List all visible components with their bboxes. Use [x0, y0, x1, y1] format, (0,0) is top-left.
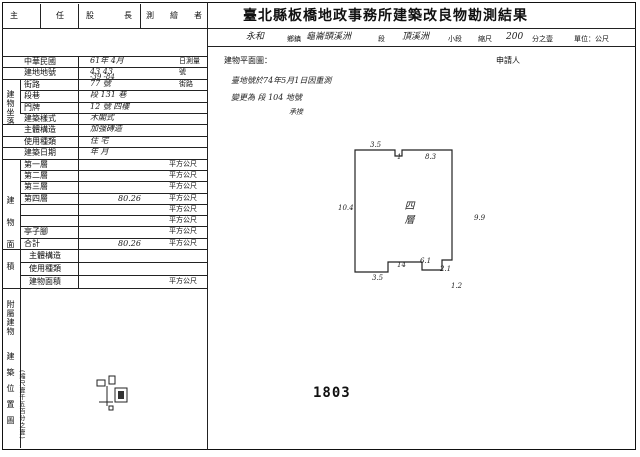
row-label: 建築樣式	[24, 114, 56, 123]
attached-label: 使用種類	[29, 264, 61, 273]
floor-area-label: 四層	[402, 200, 413, 228]
floor-label: 第三層	[24, 182, 48, 192]
row-value: 木閣式	[90, 113, 114, 122]
attached-label: 主體構造	[29, 251, 61, 260]
renumber-note-2: 變更為 段 104 地號	[231, 93, 302, 102]
row-value: 77 號	[90, 78, 111, 88]
row-label: 主體構造	[24, 125, 56, 135]
attached-label: 建物面積	[29, 277, 61, 286]
scale-unit: 分之壹	[532, 35, 553, 43]
strip-label-5: 測	[146, 11, 154, 20]
document-title: 臺北縣板橋地政事務所建築改良物勘測結果	[243, 8, 528, 24]
row-label: 使用種類	[24, 136, 56, 146]
floor-label: 合計	[24, 238, 40, 248]
floor-label: 亭子腳	[24, 227, 48, 237]
town-label: 鄉鎮	[287, 35, 301, 43]
attached-group-label: 附屬建物	[6, 300, 15, 336]
dim-bottom-1: 14	[397, 261, 406, 269]
survey-form	[2, 2, 636, 450]
attached-unit: 平方公尺	[169, 277, 197, 285]
row-value: 43 43	[90, 67, 113, 77]
dim-bottom-left: 3.5	[372, 274, 384, 282]
renumber-note-1: 臺地號於74年5月1日因重測	[231, 76, 332, 85]
strip-label-4: 長	[124, 11, 132, 20]
row-suffix: 街路	[179, 79, 193, 88]
floor-unit: 平方公尺	[169, 204, 197, 213]
row-suffix: 日測量	[179, 57, 200, 65]
row-label: 段巷	[24, 91, 40, 101]
site-location-sketch	[96, 375, 128, 411]
dim-bottom-4: 1.2	[451, 282, 463, 290]
row-value: 61年 4月	[90, 56, 124, 65]
dim-right: 9.9	[474, 214, 486, 222]
strip-label-1: 主	[10, 11, 18, 20]
unit-label: 單位：公尺	[574, 35, 609, 43]
applicant-label: 申請人	[496, 56, 520, 65]
floor-label: 第一層	[24, 159, 48, 169]
dim-bottom-2: 6.1	[420, 257, 432, 265]
floor-value: 80.26	[118, 238, 141, 248]
row-value: 加強磚造	[90, 124, 122, 134]
dim-top-left: 3.5	[370, 141, 382, 149]
floor-unit: 平方公尺	[169, 216, 197, 225]
strip-label-3: 股	[86, 11, 94, 20]
section-label: 段	[378, 35, 385, 43]
floor-unit: 平方公尺	[169, 182, 197, 191]
row-value: 年 月	[90, 147, 109, 157]
town-handwritten: 龜崙頭溪洲	[306, 32, 352, 42]
scale-label: 縮尺	[478, 35, 492, 43]
floor-unit: 平方公尺	[169, 227, 197, 236]
row-suffix: 號	[179, 68, 186, 77]
row-value-2: -39 -84	[90, 73, 115, 82]
floor-label: 第四層	[24, 193, 48, 203]
floor-plan-drawing	[354, 149, 453, 273]
row-value: 住 宅	[90, 135, 109, 145]
row-label: 建地地號	[24, 68, 56, 78]
dim-top-notch: 1	[397, 153, 402, 161]
floor-value: 80.26	[118, 193, 141, 203]
dim-top-right: 8.3	[425, 153, 437, 161]
site-map-note: (縮尺壹千五百分之壹)	[18, 370, 25, 440]
site-map-label: 建築位置圖	[6, 352, 15, 432]
area-group-label: 建物面積	[6, 196, 15, 284]
subsection-label: 小段	[448, 35, 462, 43]
strip-label-6: 繪	[170, 11, 178, 20]
row-label: 中華民國	[24, 57, 56, 66]
serial-number: 1803	[313, 385, 351, 401]
row-label: 門牌	[24, 102, 40, 112]
floor-unit: 平方公尺	[169, 193, 197, 202]
city-handwritten: 永和	[246, 32, 265, 42]
floor-unit: 平方公尺	[169, 238, 197, 247]
strip-label-2: 任	[56, 11, 64, 20]
row-value: 12 號 四樓	[90, 101, 130, 111]
location-group-label: 建物坐落	[6, 90, 15, 126]
row-label: 建築日期	[24, 148, 56, 158]
strip-label-7: 者	[194, 11, 202, 20]
row-label: 街路	[24, 79, 40, 89]
renumber-note-3: 承接	[289, 108, 303, 116]
scale-handwritten: 200	[506, 32, 524, 42]
floor-label: 第二層	[24, 170, 48, 180]
plan-label: 建物平面圖：	[224, 56, 272, 65]
floor-unit: 平方公尺	[169, 159, 197, 168]
subsection-handwritten: 頂溪洲	[402, 32, 430, 42]
dim-bottom-3: 2.1	[440, 265, 452, 273]
floor-unit: 平方公尺	[169, 170, 197, 179]
row-value: 段 131 巷	[90, 90, 127, 100]
dim-left: 10.4	[338, 204, 354, 212]
